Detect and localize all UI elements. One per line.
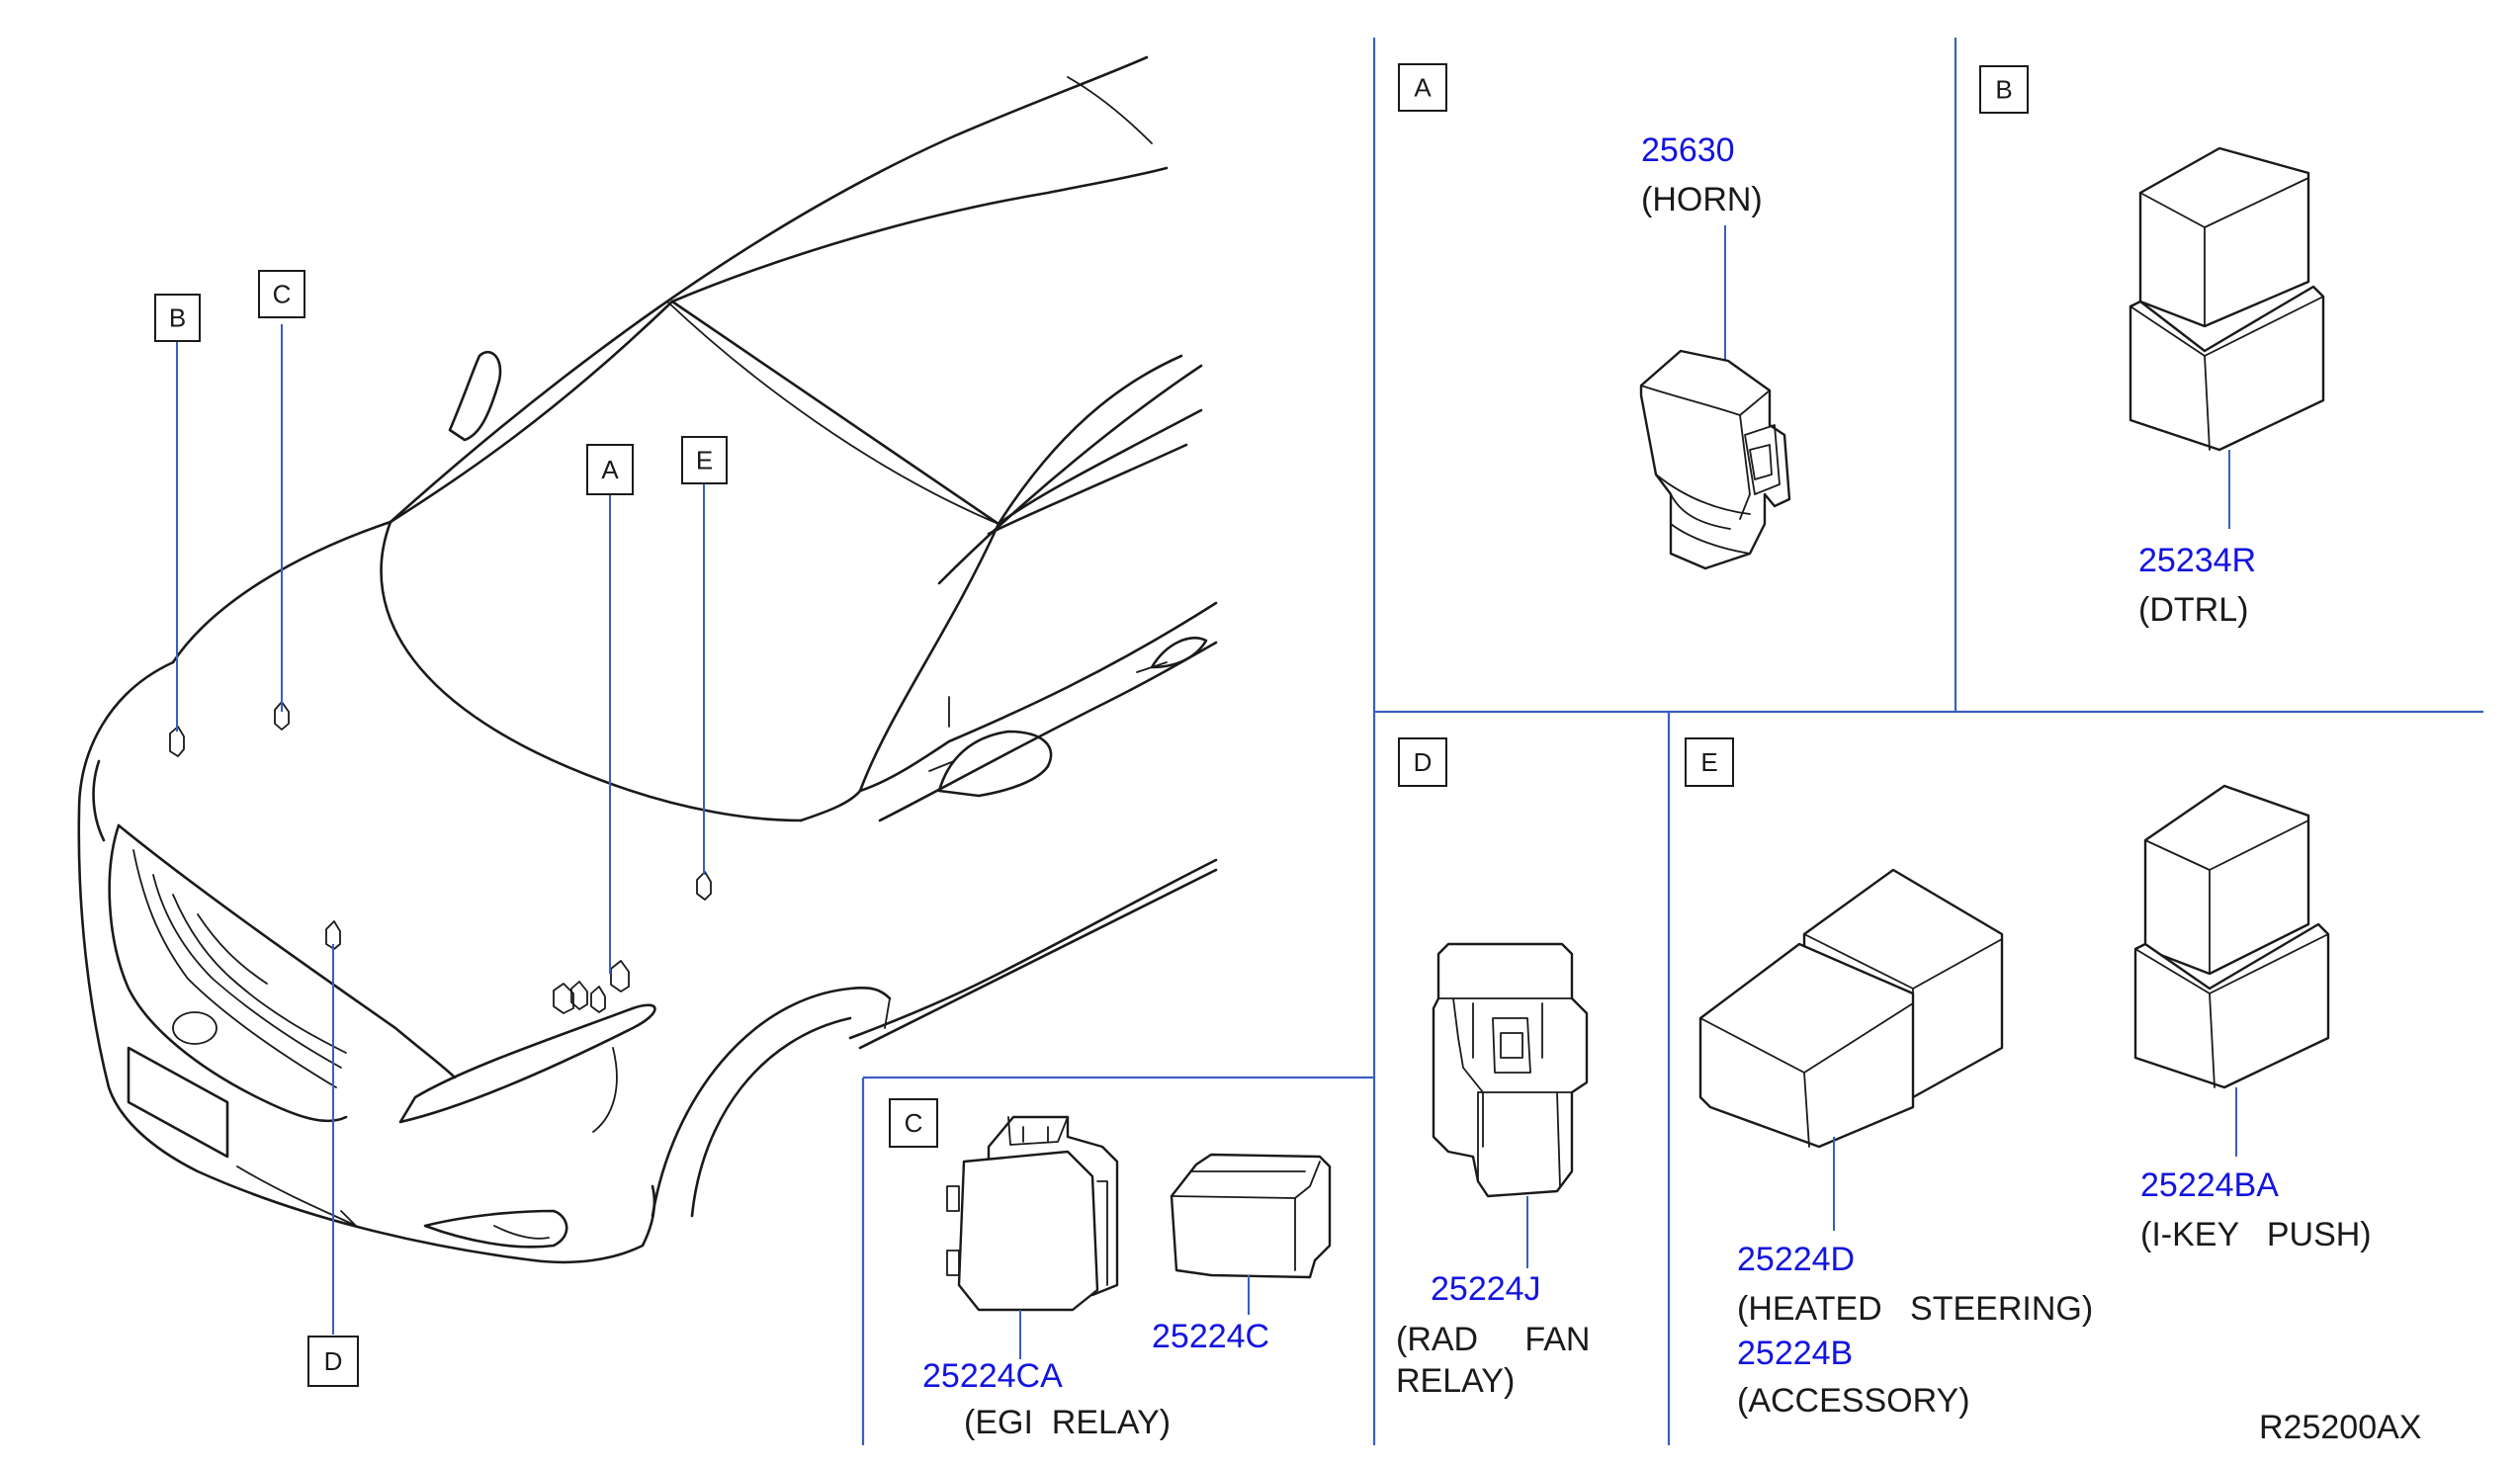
svg-text:E: E <box>696 446 713 475</box>
horn-relay-drawing <box>1639 349 1791 570</box>
dtrl-part-name: (DTRL) <box>2138 591 2248 629</box>
horn-part-number: 25630 <box>1641 131 1735 169</box>
ikey-push-relay-drawing <box>2133 784 2330 1089</box>
car-callout-d: D <box>307 1336 359 1387</box>
ikey-part-name: (I-KEY PUSH) <box>2140 1216 2372 1253</box>
dtrl-relay-drawing <box>2129 146 2325 452</box>
car-callout-a: A <box>586 444 634 495</box>
heated-steering-part-number: 25224D <box>1737 1241 1855 1278</box>
c-relay-drawing <box>1170 1153 1332 1279</box>
car-relay-markers <box>169 701 712 1014</box>
car-callout-c: C <box>258 270 305 318</box>
svg-text:B: B <box>1995 75 2012 105</box>
panel-frames <box>861 38 2483 1445</box>
heated-steering-relay-drawing <box>1698 868 2004 1149</box>
svg-text:C: C <box>905 1108 923 1138</box>
egi-relay-drawing <box>946 1115 1119 1312</box>
panel-d: D 25224J (RAD FAN RELAY) <box>1396 737 1590 1400</box>
svg-text:C: C <box>273 280 292 309</box>
panel-b: B 25234R (DTRL) <box>1979 65 2325 629</box>
ikey-part-number: 25224BA <box>2140 1166 2279 1204</box>
svg-text:B: B <box>169 303 186 333</box>
car-leader-lines <box>176 324 705 1335</box>
car-callout-b: B <box>154 294 201 342</box>
svg-text:A: A <box>601 455 619 484</box>
car-illustration <box>77 55 1218 1264</box>
accessory-part-name: (ACCESSORY) <box>1737 1382 1970 1420</box>
panel-c: C 25224CA (EGI RELAY) 25224C <box>889 1098 1332 1441</box>
heated-steering-part-name: (HEATED STEERING) <box>1737 1290 2093 1328</box>
egi-part-number: 25224CA <box>922 1357 1063 1395</box>
accessory-part-number: 25224B <box>1737 1335 1853 1372</box>
svg-text:E: E <box>1700 747 1717 777</box>
horn-part-name: (HORN) <box>1641 181 1763 218</box>
rad-fan-part-name-line2: RELAY) <box>1396 1362 1515 1400</box>
rad-fan-part-name-line1: (RAD FAN <box>1396 1321 1590 1358</box>
car-callout-e: E <box>681 436 728 484</box>
panel-a: A 25630 (HORN) <box>1398 63 1791 570</box>
svg-text:A: A <box>1414 73 1432 103</box>
egi-part-name: (EGI RELAY) <box>964 1404 1171 1441</box>
rad-fan-relay-drawing <box>1432 942 1589 1198</box>
svg-text:D: D <box>1414 747 1433 777</box>
c-relay-part-number: 25224C <box>1152 1318 1269 1355</box>
svg-text:D: D <box>324 1346 343 1376</box>
diagram-code: R25200AX <box>2259 1409 2421 1446</box>
dtrl-part-number: 25234R <box>2138 542 2256 579</box>
panel-e: E 25224D (HEATED STEERING) 25224B (ACCES… <box>1685 737 2372 1420</box>
rad-fan-part-number: 25224J <box>1431 1270 1541 1308</box>
